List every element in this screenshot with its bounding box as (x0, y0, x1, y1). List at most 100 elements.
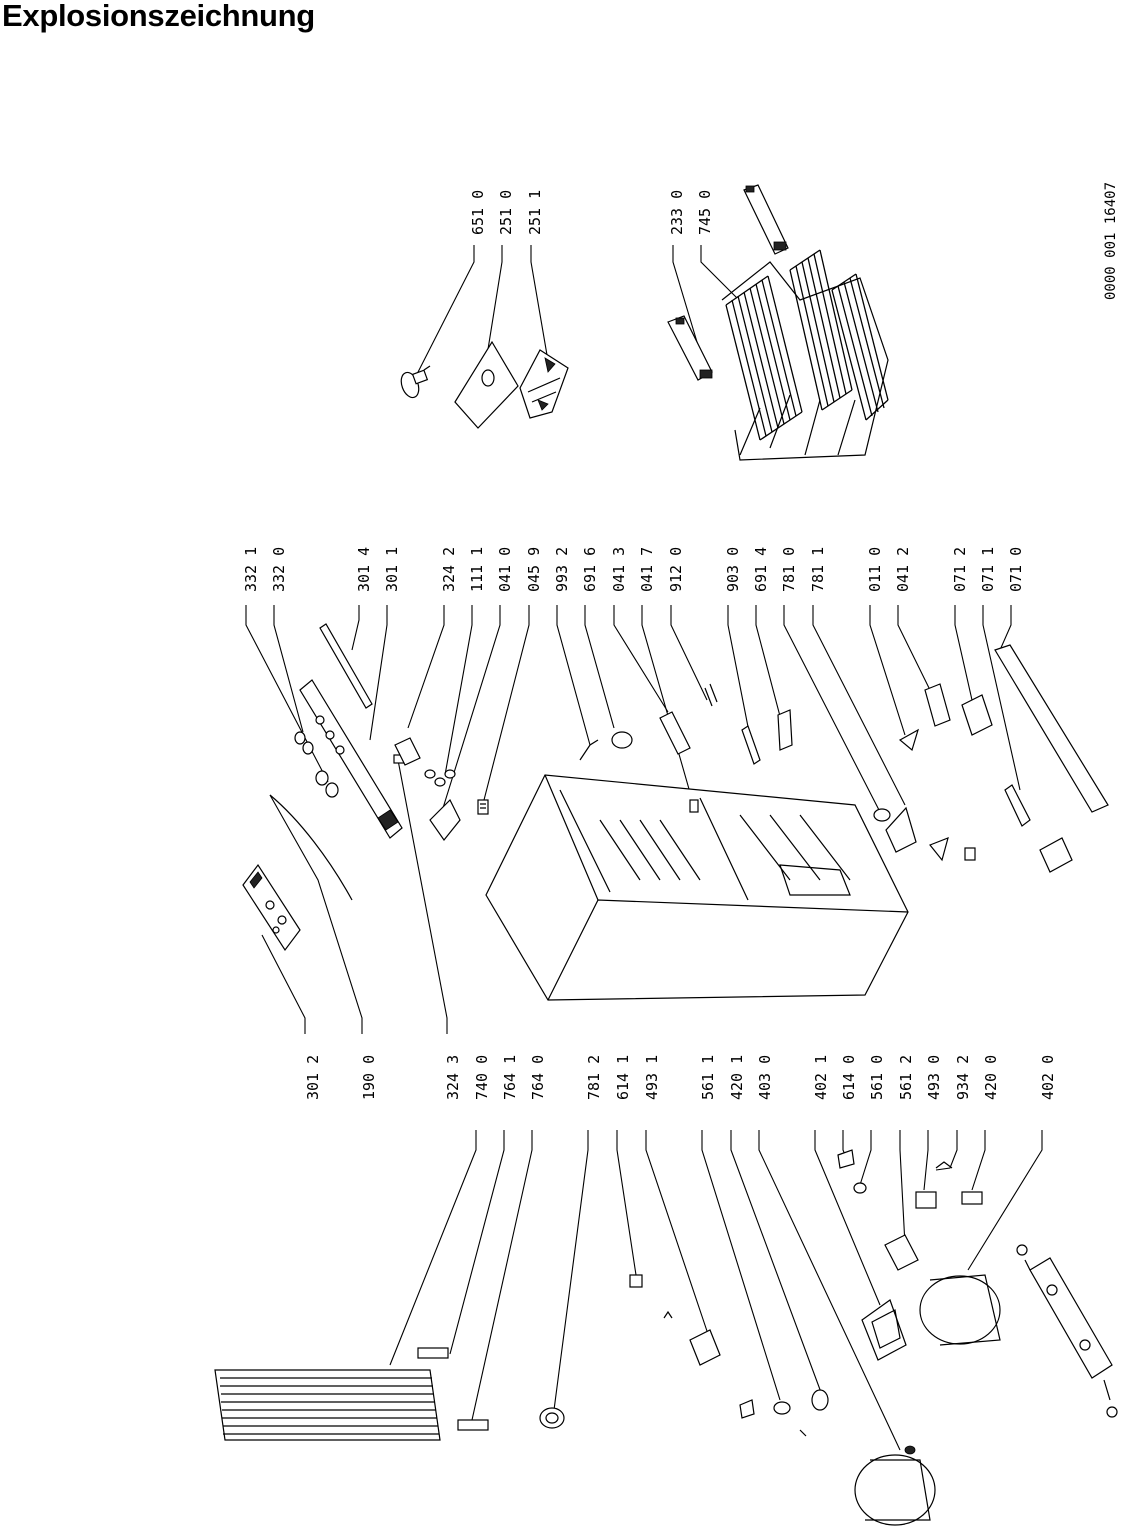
label-2511: 251 1 (526, 190, 544, 235)
screws-part (704, 683, 718, 707)
label-4021: 402 1 (812, 1055, 830, 1100)
label-7450: 745 0 (696, 190, 714, 235)
label-5612: 561 2 (897, 1055, 915, 1100)
label-0413: 041 3 (610, 547, 628, 592)
bar-part (741, 725, 761, 765)
label-4200: 420 0 (982, 1055, 1000, 1100)
clip-part-lower (853, 1182, 867, 1194)
lamp-bulb-part (400, 365, 431, 399)
label-7810: 781 0 (780, 547, 798, 592)
fridge-cabinet-part (485, 774, 909, 1001)
label-6916: 691 6 (581, 547, 599, 592)
label-9030: 903 0 (724, 547, 742, 592)
door-bracket-left-part (667, 315, 713, 381)
label-7640: 764 0 (529, 1055, 547, 1100)
label-0410: 041 0 (496, 547, 514, 592)
cable-part (269, 794, 353, 901)
door-strip-part (1004, 784, 1031, 827)
label-6141: 614 1 (614, 1055, 632, 1100)
capillary-tube-part (457, 1419, 489, 1431)
compressor-part-main (919, 1274, 1001, 1346)
label-4930: 493 0 (925, 1055, 943, 1100)
label-6914: 691 4 (752, 547, 770, 592)
page-title: Explosionszeichnung (2, 0, 315, 33)
seal-part (777, 709, 793, 751)
leader-lines-left (261, 759, 1043, 1451)
control-strip-part (299, 679, 403, 839)
protector-part-lower (915, 1191, 937, 1209)
lower-hinge-part (924, 683, 951, 727)
condenser-part (214, 1369, 441, 1441)
label-3011: 301 1 (383, 547, 401, 592)
hinge-part (659, 711, 691, 755)
label-7641: 764 1 (501, 1055, 519, 1100)
disc-part (611, 731, 633, 749)
label-4201: 420 1 (728, 1055, 746, 1100)
hinge-pin-part (689, 799, 699, 813)
lamp-cover-plate-part (454, 340, 519, 429)
label-1900: 190 0 (360, 1055, 378, 1100)
label-0712: 071 2 (951, 547, 969, 592)
relay-part-lower (837, 1149, 855, 1169)
label-7812: 781 2 (585, 1055, 603, 1100)
thermostat-part (885, 806, 917, 853)
label-2330: 233 0 (668, 190, 686, 235)
sensor-part (579, 739, 599, 761)
filter-drier-part (417, 1347, 449, 1359)
label-3321: 332 1 (242, 547, 260, 592)
junction-box-part (861, 1299, 907, 1361)
label-5610: 561 0 (868, 1055, 886, 1100)
wire-clip-part (935, 1161, 953, 1169)
label-3012: 301 2 (304, 1055, 322, 1100)
label-4030: 403 0 (756, 1055, 774, 1100)
leader-lines-right (414, 245, 738, 379)
label-0459: 045 9 (525, 547, 543, 592)
compressor-part-upper (811, 1389, 829, 1411)
door-long-strip-part (994, 644, 1109, 813)
control-knobs-part (294, 731, 339, 798)
label-5611: 561 1 (699, 1055, 717, 1100)
capacitor-part-lower (961, 1191, 983, 1205)
capacitor-part-upper (773, 1401, 807, 1437)
door-bracket-right-part (743, 184, 789, 255)
lamp-housing-part (519, 349, 569, 419)
terminal-cover-part (884, 1234, 919, 1271)
label-9932: 993 2 (553, 547, 571, 592)
thermostat-capsule-part (539, 1407, 565, 1429)
clip-part-upper (739, 1399, 755, 1419)
label-4931: 493 1 (643, 1055, 661, 1100)
label-3320: 332 0 (270, 547, 288, 592)
label-group-right: 651 0 251 0 251 1 233 0 745 0 (469, 190, 714, 235)
label-group-left: 301 2 190 0 324 3 740 0 764 1 764 0 781 … (304, 1055, 1057, 1100)
label-7400: 740 0 (473, 1055, 491, 1100)
door-stop-part (961, 694, 993, 736)
label-9120: 912 0 (667, 547, 685, 592)
cover-strip-part (319, 623, 373, 709)
label-7811: 781 1 (809, 547, 827, 592)
label-0412: 041 2 (894, 547, 912, 592)
protector-part-upper (663, 1310, 721, 1366)
label-0710: 071 0 (1007, 547, 1025, 592)
wire-shelf-rack-part (721, 249, 889, 461)
hinge-cover-part (429, 798, 461, 842)
label-6510: 651 0 (469, 190, 487, 235)
corner-block-part (1039, 837, 1073, 873)
relay-part-upper (629, 1274, 643, 1288)
label-4020: 402 0 (1039, 1055, 1057, 1100)
foot-part (898, 728, 919, 752)
small-clips-part (424, 769, 456, 787)
base-plate-part (1016, 1244, 1118, 1418)
label-3242: 324 2 (440, 547, 458, 592)
screw-part (477, 799, 489, 815)
control-panel-plate-part (242, 863, 301, 952)
label-6140: 614 0 (840, 1055, 858, 1100)
label-group-middle: 332 1 332 0 301 4 301 1 324 2 111 1 041 … (242, 547, 1025, 592)
label-0110: 011 0 (866, 547, 884, 592)
drawing-number: 0000 001 16407 (1103, 182, 1119, 300)
switch-cover-part (394, 737, 421, 766)
label-3014: 301 4 (355, 547, 373, 592)
label-3243: 324 3 (444, 1055, 462, 1100)
label-1111: 111 1 (468, 547, 486, 592)
compressor-part-lower (854, 1445, 936, 1526)
